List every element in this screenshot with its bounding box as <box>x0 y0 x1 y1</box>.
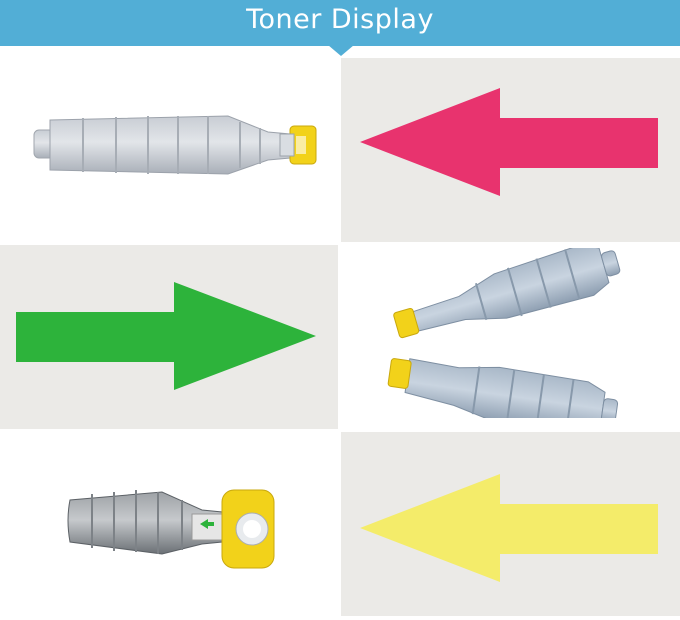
header-bar: Toner Display <box>0 0 680 56</box>
toner-bottle-angled-icon <box>67 489 275 569</box>
header-pointer <box>328 45 354 56</box>
two-toner-bottles-icon <box>387 248 621 418</box>
arrow-right-icon <box>16 282 316 390</box>
arrow-left-icon <box>360 88 658 196</box>
toner-bottle-horizontal-icon <box>33 115 317 175</box>
page-title: Toner Display <box>246 4 434 35</box>
arrow-left-icon <box>360 474 658 582</box>
